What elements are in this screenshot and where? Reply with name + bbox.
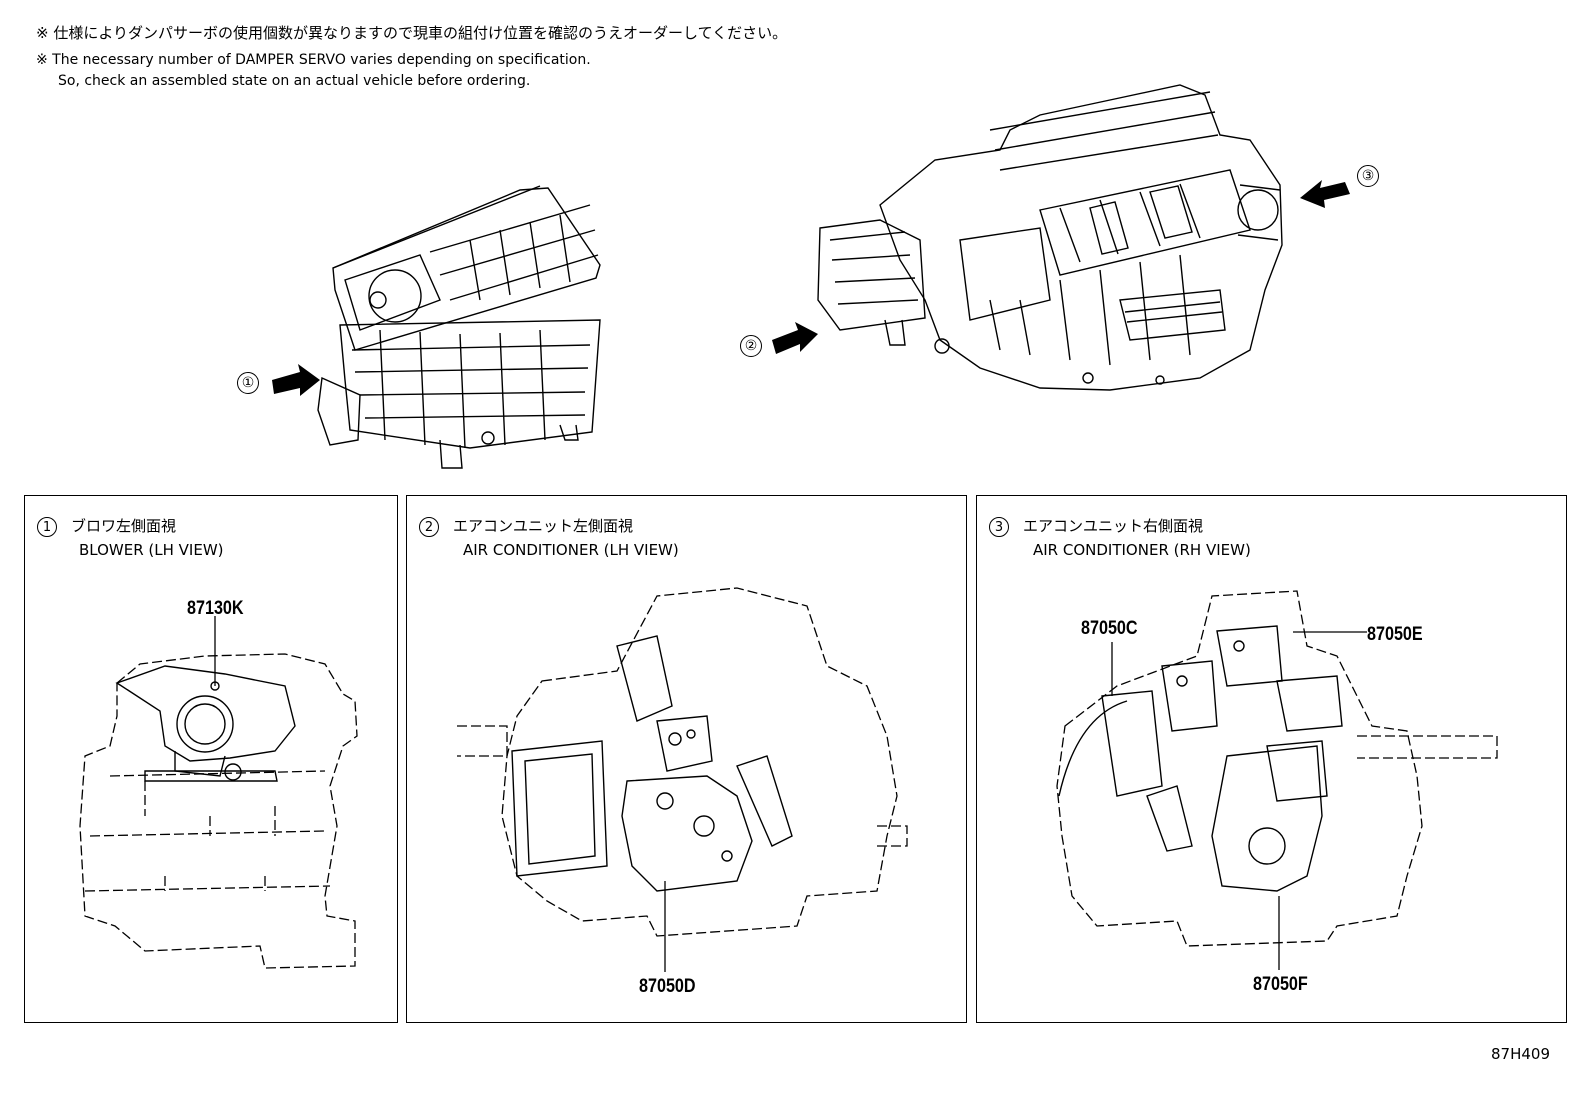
part-label-87130K[interactable]: 87130K: [187, 598, 244, 619]
part-label-87050D[interactable]: 87050D: [639, 976, 696, 997]
panel-title-jp-text: エアコンユニット左側面視: [453, 517, 634, 535]
callout-1: ①: [237, 372, 259, 394]
panel-title-jp: 3 エアコンユニット右側面視: [989, 516, 1203, 537]
aircon-unit-illustration: [817, 84, 1283, 391]
panel-title-jp: 2 エアコンユニット左側面視: [419, 516, 633, 537]
panel-number: 3: [989, 517, 1009, 537]
arrow-1: [272, 364, 320, 396]
blower-unit-illustration: [317, 185, 601, 469]
callout-2: ②: [740, 335, 762, 357]
note-english-line1: ※ The necessary number of DAMPER SERVO v…: [36, 52, 591, 68]
blower-detail-drawing: [79, 616, 358, 969]
panel-title-jp-text: ブロワ左側面視: [71, 517, 177, 535]
panel-number: 1: [37, 517, 57, 537]
aircon-lh-detail-drawing: [457, 587, 908, 972]
panel-title-en: AIR CONDITIONER (RH VIEW): [1033, 541, 1251, 559]
arrow-2: [772, 322, 818, 354]
aircon-rh-detail-drawing: [1056, 590, 1498, 970]
panel-number: 2: [419, 517, 439, 537]
panel-title-jp: 1 ブロワ左側面視: [37, 516, 176, 537]
reference-code: 87H409: [1491, 1045, 1550, 1063]
part-label-87050C[interactable]: 87050C: [1081, 618, 1138, 639]
panel-title-en: BLOWER (LH VIEW): [79, 541, 224, 559]
panel-title-jp-text: エアコンユニット右側面視: [1023, 517, 1204, 535]
note-english-line2: So, check an assembled state on an actua…: [58, 73, 531, 89]
note-japanese: ※ 仕様によりダンパサーボの使用個数が異なりますので現車の組付け位置を確認のうえ…: [36, 24, 788, 42]
arrow-3: [1300, 180, 1350, 208]
arrows: [272, 180, 1350, 396]
callout-3: ③: [1357, 165, 1379, 187]
panel-title-en: AIR CONDITIONER (LH VIEW): [463, 541, 679, 559]
panel-blower-lh-view: 1 ブロワ左側面視 BLOWER (LH VIEW) 87130K: [24, 495, 398, 1023]
part-label-87050E[interactable]: 87050E: [1367, 624, 1423, 645]
part-label-87050F[interactable]: 87050F: [1253, 974, 1308, 995]
